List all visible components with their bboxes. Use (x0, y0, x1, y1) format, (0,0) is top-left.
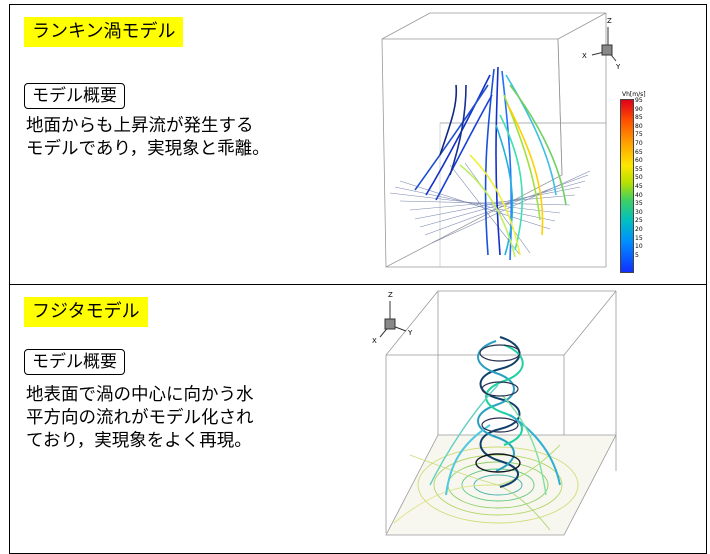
fujita-axis-y: Y (407, 329, 413, 337)
legend-value: 85 (635, 114, 643, 122)
rankine-axis-z: Z (607, 17, 612, 25)
rankine-description: 地面からも上昇流が発生する モデルであり，実現象と乖離。 (26, 115, 270, 161)
rankine-desc-line-1: 地面からも上昇流が発生する (26, 116, 254, 136)
rankine-vortex-streamlines (414, 66, 567, 261)
legend-value: 20 (635, 225, 643, 233)
legend-value: 75 (635, 131, 643, 139)
legend-value: 10 (635, 243, 643, 251)
legend-color-bar (620, 99, 634, 273)
fujita-desc-line-1: 地表面で渦の中心に向かう水 (26, 385, 254, 405)
fujita-overview-label: モデル概要 (24, 349, 125, 375)
fujita-cube (385, 290, 617, 533)
legend-value: 5 (635, 251, 639, 259)
fujita-axis-z: Z (388, 291, 393, 299)
legend-value: 65 (635, 148, 643, 156)
legend-value: 95 (635, 97, 643, 104)
fujita-title: フジタモデル (24, 297, 148, 327)
legend-value: 80 (635, 122, 643, 130)
legend-value: 45 (635, 182, 643, 190)
rankine-overview-label: モデル概要 (24, 83, 125, 109)
rankine-axis-y: Y (615, 63, 620, 71)
fujita-description: 地表面で渦の中心に向かう水 平方向の流れがモデル化され ており，実現象をよく再現… (26, 384, 254, 453)
fujita-panel: フジタモデル モデル概要 地表面で渦の中心に向かう水 平方向の流れがモデル化され… (9, 285, 707, 554)
legend-value: 25 (635, 217, 643, 225)
rankine-title: ランキン渦モデル (24, 17, 184, 47)
legend-value: 50 (635, 174, 643, 182)
fujita-vortex-figure: Z X Y (372, 290, 617, 536)
fujita-desc-line-3: ており，実現象をよく再現。 (26, 431, 252, 451)
rankine-axis-triad (591, 27, 617, 62)
legend-title: Vh[m/s] (622, 91, 646, 98)
fujita-axis-x: X (372, 337, 377, 345)
rankine-desc-line-2: モデルであり，実現象と乖離。 (26, 139, 270, 159)
legend-value: 30 (635, 208, 643, 216)
rankine-panel: ランキン渦モデル モデル概要 地面からも上昇流が発生する モデルであり，実現象と… (9, 4, 707, 285)
fujita-ground-plane (385, 434, 617, 536)
legend-value: 35 (635, 200, 643, 208)
legend-value: 90 (635, 105, 643, 113)
fujita-axis-triad (379, 301, 407, 338)
fujita-desc-line-2: 平方向の流れがモデル化され (26, 408, 254, 428)
rankine-vortex-figure: Z X Y (381, 12, 620, 268)
rankine-cube (381, 12, 607, 268)
rankine-axis-x: X (582, 52, 587, 60)
legend-value: 70 (635, 139, 643, 147)
legend-value: 40 (635, 191, 643, 199)
fujita-vortex-column (429, 336, 561, 496)
legend-value: 55 (635, 165, 643, 173)
legend-values: 95 90 85 80 75 70 65 60 55 50 45 40 35 3… (635, 97, 643, 260)
legend-value: 60 (635, 157, 643, 165)
legend-value: 15 (635, 234, 643, 242)
